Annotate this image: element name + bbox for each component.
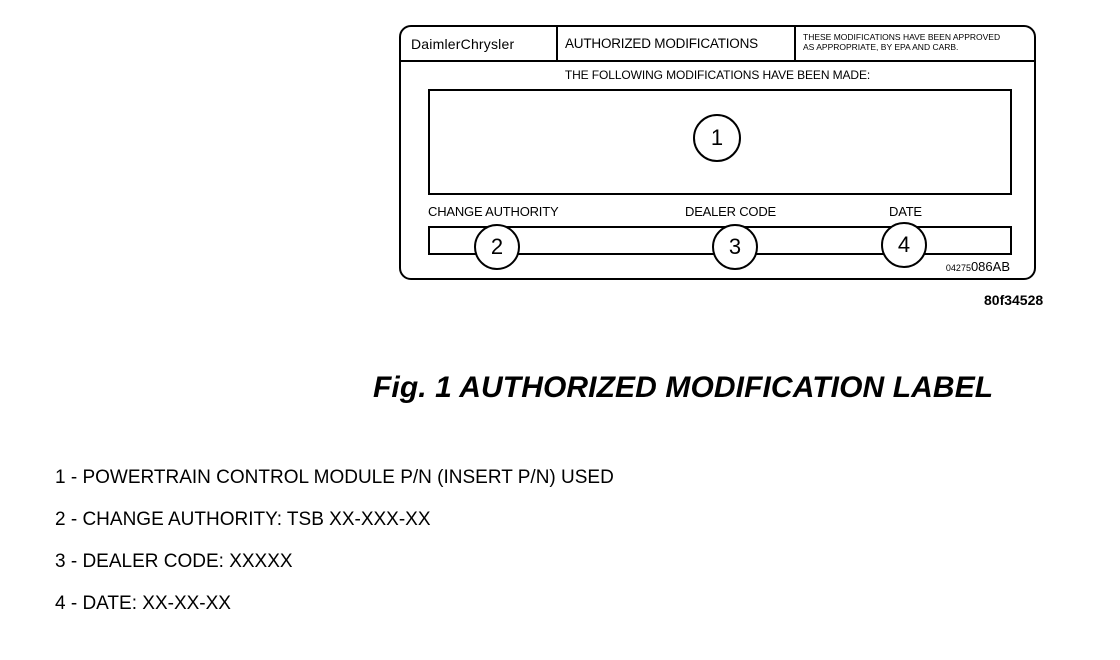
legend-item-3: 3 - DEALER CODE: XXXXX [55,551,293,572]
approval-note-line-1: THESE MODIFICATIONS HAVE BEEN APPROVED [803,32,1001,42]
part-number-suffix: 086AB [970,259,1010,274]
part-number-prefix: 04275 [945,263,971,273]
label-brand: DaimlerChrysler [401,27,558,60]
label-title: AUTHORIZED MODIFICATIONS [558,27,796,60]
legend-item-2: 2 - CHANGE AUTHORITY: TSB XX-XXX-XX [55,509,431,530]
approval-note-line-2: AS APPROPRIATE, BY EPA AND CARB. [803,42,959,52]
field-label-date: DATE [889,204,922,219]
field-label-dealer-code: DEALER CODE [685,204,776,219]
legend-item-1: 1 - POWERTRAIN CONTROL MODULE P/N (INSER… [55,467,614,488]
figure-caption: Fig. 1 AUTHORIZED MODIFICATION LABEL [373,371,994,404]
art-reference-number: 80f34528 [984,292,1044,308]
callout-4: 4 [881,222,927,268]
callout-2: 2 [474,224,520,270]
callout-3: 3 [712,224,758,270]
legend-item-4: 4 - DATE: XX-XX-XX [55,593,231,614]
callout-1: 1 [693,114,741,162]
label-part-number: 04275086AB [946,259,1010,274]
modification-label-illustration: DaimlerChrysler AUTHORIZED MODIFICATIONS… [399,25,1036,280]
callout-legend: 1 - POWERTRAIN CONTROL MODULE P/N (INSER… [55,466,614,634]
label-approval-note: THESE MODIFICATIONS HAVE BEEN APPROVED A… [796,27,1036,60]
modifications-heading: THE FOLLOWING MODIFICATIONS HAVE BEEN MA… [564,68,871,82]
modifications-box [428,89,1012,195]
label-header: DaimlerChrysler AUTHORIZED MODIFICATIONS… [401,27,1034,62]
field-label-change-authority: CHANGE AUTHORITY [428,204,559,219]
